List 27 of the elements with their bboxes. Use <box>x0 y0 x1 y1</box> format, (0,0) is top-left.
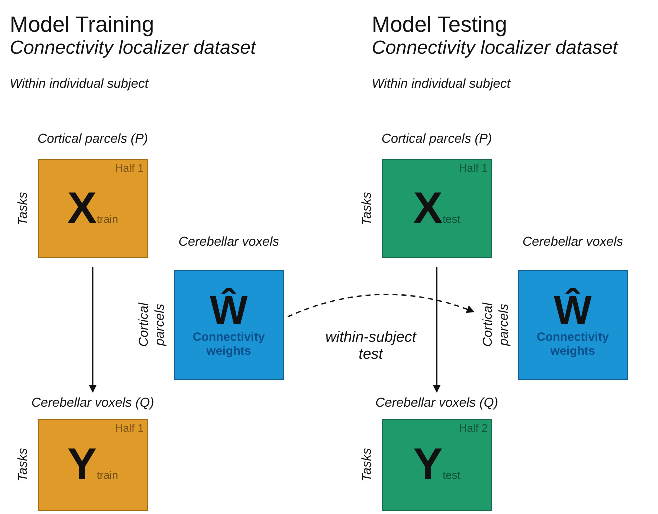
half-label: Half 1 <box>115 163 144 175</box>
matrix-caption: Connectivity weights <box>192 331 266 359</box>
column-subtitle: Connectivity localizer dataset <box>372 38 618 60</box>
half-label: Half 1 <box>115 423 144 435</box>
half-label: Half 1 <box>459 163 488 175</box>
axis-side-label: Cortical parcels <box>136 302 168 350</box>
axis-heading: Cerebellar voxels <box>522 235 624 250</box>
axis-side-label: Tasks <box>14 190 31 228</box>
axis-side-label: Tasks <box>358 447 375 484</box>
axis-side-label: Tasks <box>14 447 31 484</box>
column-subtitle: Connectivity localizer dataset <box>10 38 256 60</box>
matrix-caption: Connectivity weights <box>536 331 610 359</box>
column-title: Model Testing <box>372 12 508 38</box>
axis-side-label: Cortical parcels <box>480 302 512 350</box>
column-subtitle: Within individual subject <box>372 76 511 91</box>
axis-heading: Cortical parcels (P) <box>36 132 150 147</box>
column-title: Model Training <box>10 12 154 38</box>
axis-heading: Cerebellar voxels (Q) <box>30 396 156 411</box>
axis-side-label: Tasks <box>358 190 375 228</box>
column-subtitle: Within individual subject <box>10 76 149 91</box>
axis-heading: Cerebellar voxels <box>178 235 280 250</box>
axis-heading: Cortical parcels (P) <box>380 132 494 147</box>
arrow <box>288 294 475 318</box>
half-label: Half 2 <box>459 423 488 435</box>
arrow <box>89 267 97 393</box>
arrow <box>433 267 441 393</box>
axis-heading: Cerebellar voxels (Q) <box>374 396 500 411</box>
